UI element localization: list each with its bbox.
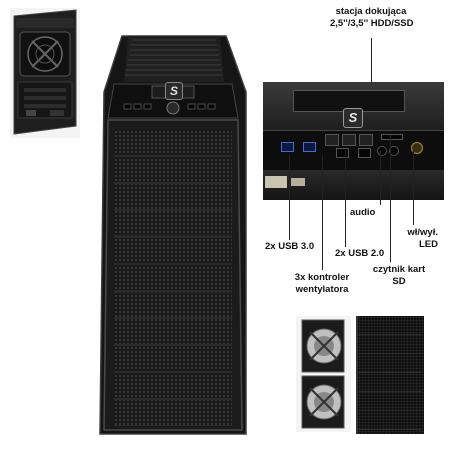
logo-badge: S <box>165 82 183 100</box>
inset-top-view-photo <box>10 8 80 138</box>
label-power-line1: wł/wył. <box>407 227 438 238</box>
callout-line-dock <box>371 38 372 83</box>
label-usb3: 2x USB 3.0 <box>265 241 315 252</box>
bay-separators <box>114 130 232 426</box>
callout-line-power <box>413 150 414 225</box>
callout-line-usb3 <box>289 155 290 240</box>
callout-line-sd <box>390 135 391 262</box>
usb3-port-1 <box>281 142 294 152</box>
usb2-port-2 <box>358 148 371 158</box>
label-fan-line2: wentylatora <box>295 284 349 295</box>
label-sd-line2: SD <box>392 276 406 287</box>
top-view-svg <box>13 9 77 135</box>
hdd-trays-inset-photo <box>296 316 351 432</box>
label-fan-controller: 3x kontroler wentylatora <box>282 272 362 296</box>
hdd-trays-svg <box>301 319 345 429</box>
callout-line-audio <box>380 150 381 205</box>
io-logo-badge: S <box>343 108 363 128</box>
io-panel-closeup-photo: S <box>263 82 444 200</box>
audio-jack-2 <box>389 146 399 156</box>
io-panel-front-plate <box>265 176 287 188</box>
label-fan-line1: 3x kontroler <box>294 272 350 283</box>
front-mesh-closeup-bays <box>356 316 422 434</box>
label-power-line2: LED <box>419 239 438 250</box>
io-panel-front-plate-2 <box>291 178 305 186</box>
power-led-button <box>411 142 423 154</box>
sd-card-slot <box>381 134 403 140</box>
main-case-photo: S <box>92 22 254 440</box>
fan-control-knob-3 <box>359 134 373 146</box>
callout-line-usb2 <box>345 150 346 247</box>
label-dock-line2: 2,5''/3,5'' HDD/SSD <box>330 18 414 29</box>
label-dock-station: stacja dokująca 2,5''/3,5'' HDD/SSD <box>330 6 414 30</box>
usb2-port-1 <box>336 148 349 158</box>
usb3-port-2 <box>303 142 316 152</box>
label-dock-line1: stacja dokująca <box>335 6 407 17</box>
fan-control-knob-2 <box>342 134 356 146</box>
callout-line-fan <box>322 155 323 270</box>
label-usb2: 2x USB 2.0 <box>335 248 385 259</box>
label-sd-line1: czytnik kart <box>372 264 426 275</box>
label-power-led: wł/wył. LED <box>398 227 438 251</box>
fan-control-knob-1 <box>325 134 339 146</box>
audio-jack-1 <box>377 146 387 156</box>
label-audio: audio <box>350 207 376 218</box>
label-sd-card-reader: czytnik kart SD <box>364 264 434 288</box>
